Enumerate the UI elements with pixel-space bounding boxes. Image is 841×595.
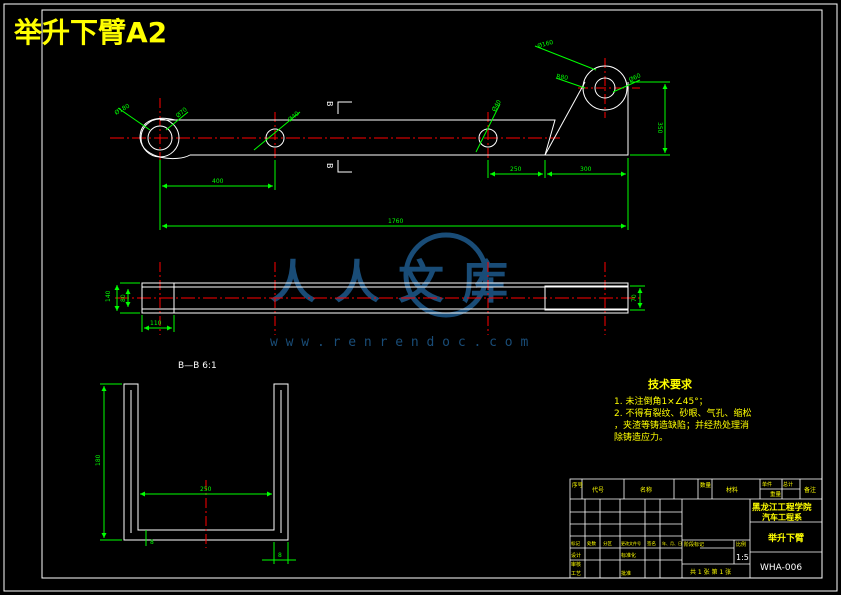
tb-mark-4: 更改文件号 bbox=[621, 540, 641, 546]
dim-outer-circle: Ø180 bbox=[114, 102, 132, 116]
dim-front-right-70: 70 bbox=[631, 294, 638, 302]
section-arrow-bottom bbox=[337, 160, 352, 173]
watermark-ring bbox=[403, 232, 489, 318]
section-u-profile bbox=[123, 383, 289, 541]
tb-role-review: 审核 bbox=[571, 561, 581, 568]
bracket-boss-hole bbox=[594, 77, 616, 99]
tb-hdr-remark: 备注 bbox=[804, 486, 816, 494]
section-arrow-top bbox=[337, 101, 352, 114]
title-block-text: 序号 代号 名称 数量 材料 单件 总计 重量 备注 黑龙江工程学院 汽车工程系… bbox=[571, 481, 816, 577]
tb-part-name: 举升下臂 bbox=[767, 532, 804, 544]
watermark: 人人文库 w w w . r e n r e n d o c . c o m bbox=[270, 232, 528, 350]
mid-hole bbox=[265, 128, 285, 148]
left-boss-hole bbox=[147, 125, 173, 151]
dim-front-80: 80 bbox=[120, 294, 127, 302]
section-view: B—B 6:1 180 250 8 8 bbox=[95, 361, 296, 564]
tb-hdr-single: 单件 bbox=[762, 481, 772, 488]
section-mark-top: B bbox=[325, 101, 334, 107]
tb-hdr-code: 代号 bbox=[592, 486, 604, 494]
dim-300: 300 bbox=[580, 166, 592, 173]
leader-hole-left bbox=[165, 111, 189, 131]
front-right-boss bbox=[544, 285, 629, 311]
section-label: B—B 6:1 bbox=[178, 361, 217, 371]
leader-hole-right bbox=[475, 103, 501, 153]
top-view-arm-outline bbox=[160, 119, 556, 156]
tb-hdr-name: 名称 bbox=[640, 486, 652, 494]
tb-mark-6: 年、月、日 bbox=[662, 540, 682, 546]
tb-dept: 汽车工程系 bbox=[762, 512, 802, 522]
dim-front-110: 110 bbox=[150, 320, 162, 327]
tb-std: 标准化 bbox=[621, 552, 636, 559]
bracket-outline bbox=[545, 82, 629, 156]
top-view-left-end bbox=[139, 117, 191, 160]
inner-drawing-frame bbox=[41, 9, 823, 579]
section-mark-bottom: B bbox=[325, 163, 334, 169]
dim-front-140: 140 bbox=[105, 290, 112, 302]
dim-boss-r: R80 bbox=[556, 73, 569, 82]
dim-250: 250 bbox=[510, 166, 522, 173]
tb-school: 黑龙江工程学院 bbox=[752, 502, 812, 513]
tb-mark-1: 标记 bbox=[571, 540, 580, 547]
leader-boss-outer bbox=[534, 45, 597, 71]
dim-section-bottom: 8 bbox=[150, 539, 154, 546]
technical-requirements: 技术要求 1. 未注倒角1×∠45°； 2. 不得有裂纹、砂眼、气孔、缩松 ，夹… bbox=[614, 377, 751, 443]
tb-sheets: 共 1 张 第 1 张 bbox=[690, 568, 731, 576]
dim-1760: 1760 bbox=[388, 218, 403, 225]
leader-outer-circle bbox=[117, 107, 151, 131]
dim-boss-hole: Ø60 bbox=[628, 72, 642, 84]
top-view: B B Ø180 Ø70 Ø40 Ø40 Ø160 R80 Ø60 350 40… bbox=[110, 39, 670, 230]
bracket-boss-outer bbox=[582, 65, 628, 111]
tb-role-design: 设计 bbox=[571, 552, 581, 559]
tb-role-process: 工艺 bbox=[571, 571, 581, 577]
tb-mark-3: 分区 bbox=[603, 540, 612, 547]
tech-req-heading: 技术要求 bbox=[648, 377, 693, 391]
tb-hdr-mat: 材料 bbox=[726, 486, 738, 494]
tb-drawing-no: WHA-006 bbox=[760, 563, 802, 573]
dim-section-height: 180 bbox=[95, 454, 102, 466]
tech-req-line-3: ，夹渣等铸造缺陷；并经热处理消 bbox=[614, 419, 749, 431]
watermark-text: 人人文库 bbox=[270, 255, 526, 309]
dim-hole-mid: Ø40 bbox=[287, 110, 301, 123]
leader-boss-r bbox=[555, 77, 586, 89]
drawing-title: 举升下臂A2 bbox=[13, 16, 167, 49]
tech-req-line-4: 除铸造应力。 bbox=[614, 431, 668, 443]
tb-hdr-qty: 数量 bbox=[700, 481, 712, 489]
tb-scale: 1:5 bbox=[736, 553, 749, 562]
tb-hdr-no: 序号 bbox=[572, 481, 584, 489]
outer-sheet-border bbox=[3, 3, 838, 592]
dim-section-wall: 8 bbox=[278, 552, 282, 559]
tb-hdr-weight: 重量 bbox=[770, 490, 782, 498]
dim-boss-outer: Ø160 bbox=[537, 39, 555, 50]
watermark-url: w w w . r e n r e n d o c . c o m bbox=[270, 335, 528, 350]
left-boss-outer bbox=[140, 118, 180, 158]
front-view: 140 80 110 70 bbox=[105, 262, 645, 335]
dim-hole-right: Ø40 bbox=[491, 99, 503, 113]
dim-height-right: 350 bbox=[656, 122, 663, 134]
bracket-slope bbox=[544, 81, 586, 156]
leader-hole-mid bbox=[253, 111, 301, 151]
dim-section-width: 250 bbox=[200, 486, 212, 493]
tb-approve: 批准 bbox=[621, 570, 631, 577]
tb-stage: 阶段标记 bbox=[684, 541, 704, 548]
tb-hdr-total: 总计 bbox=[783, 481, 793, 488]
dim-400: 400 bbox=[212, 178, 224, 185]
title-block bbox=[569, 478, 823, 579]
tb-ratio: 比例 bbox=[736, 541, 746, 548]
tech-req-line-2: 2. 不得有裂纹、砂眼、气孔、缩松 bbox=[614, 407, 751, 419]
tb-mark-5: 签名 bbox=[647, 540, 656, 547]
title-block-frame bbox=[569, 478, 823, 579]
tech-req-line-1: 1. 未注倒角1×∠45°； bbox=[614, 395, 708, 407]
tb-mark-2: 处数 bbox=[587, 540, 596, 547]
